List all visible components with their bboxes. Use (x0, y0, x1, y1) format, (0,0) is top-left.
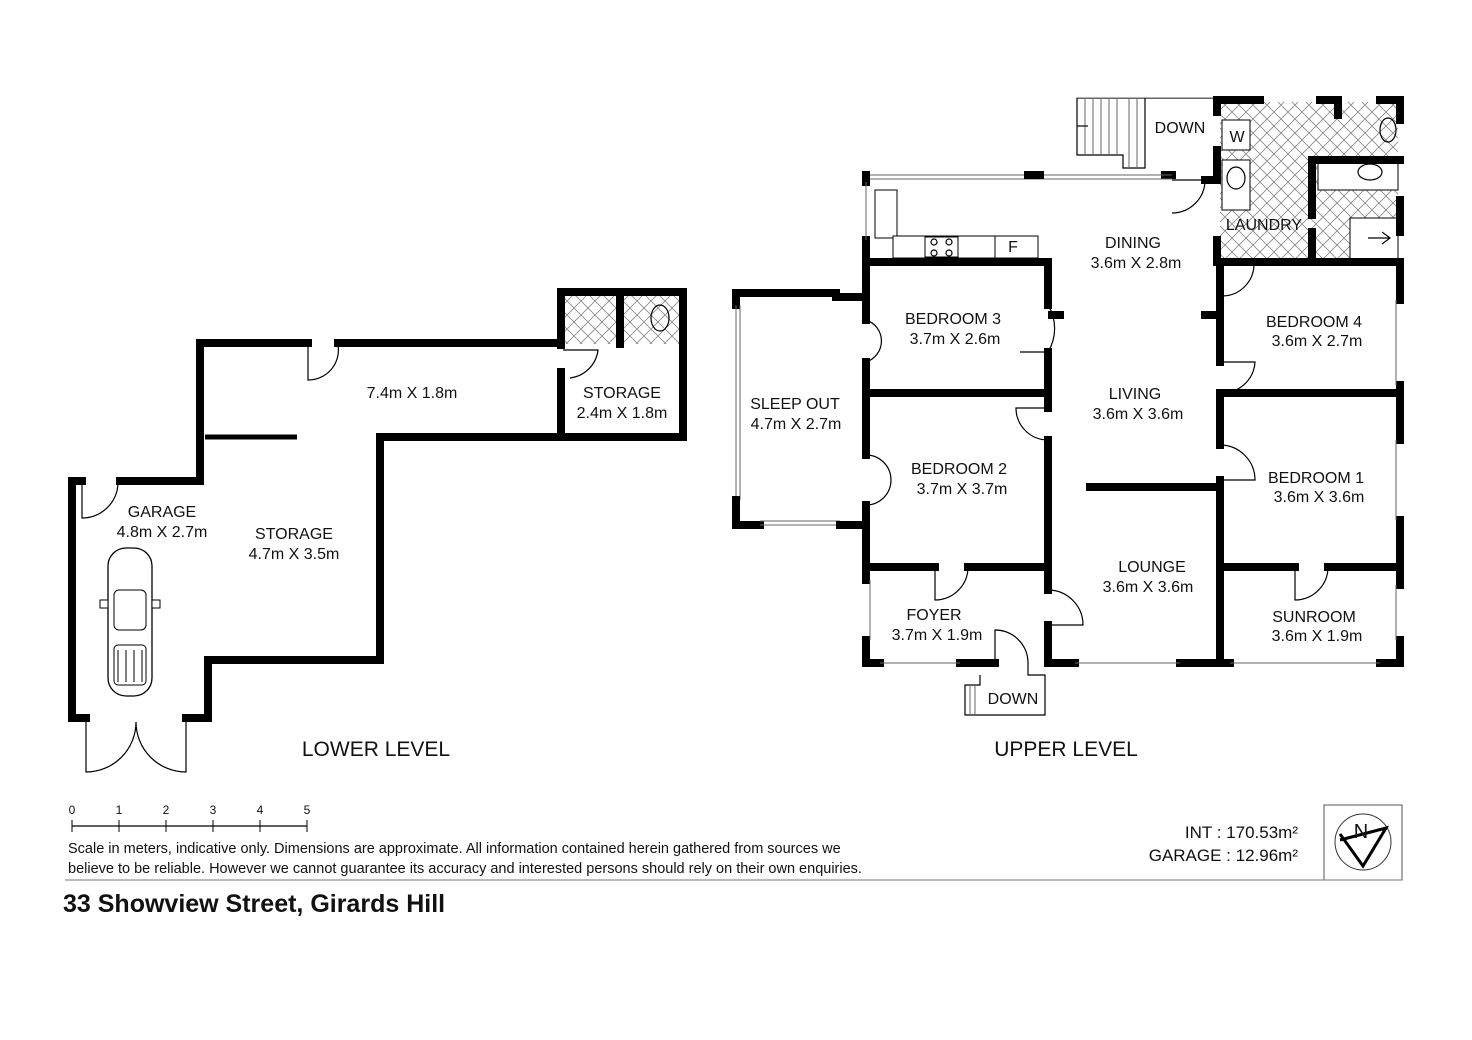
level-title: UPPER LEVEL (994, 738, 1138, 761)
interior-area: INT : 170.53m² (1185, 823, 1298, 842)
fridge-label: F (1008, 239, 1018, 256)
garage-area: GARAGE : 12.96m² (1149, 846, 1299, 865)
room-dims: 3.6m X 2.8m (1091, 255, 1182, 272)
disclaimer-line: believe to be reliable. However we canno… (68, 861, 862, 877)
disclaimer-line: Scale in meters, indicative only. Dimens… (68, 841, 841, 857)
compass-n: N (1354, 821, 1368, 843)
room-dims: 3.6m X 1.9m (1272, 628, 1363, 645)
room-name: STORAGE (255, 526, 333, 543)
small-storage-door (563, 349, 599, 379)
room-name: BEDROOM 3 (905, 311, 1001, 328)
room-dims: 2.4m X 1.8m (577, 405, 668, 422)
scale-tick: 2 (163, 803, 170, 817)
room-dims: 7.4m X 1.8m (367, 385, 458, 402)
washer (1221, 119, 1251, 151)
north-compass-icon: N (1323, 804, 1403, 881)
room-dims: 3.6m X 2.7m (1272, 333, 1363, 350)
sink-icon (1226, 166, 1246, 190)
room-name: LIVING (1109, 386, 1161, 403)
room-dims: 4.7m X 3.5m (249, 546, 340, 563)
scale-tick: 4 (257, 803, 264, 817)
room-name: BEDROOM 1 (1268, 470, 1364, 487)
stairs-down-label: DOWN (988, 691, 1039, 708)
storage-door (307, 344, 340, 381)
room-name: LOUNGE (1118, 559, 1186, 576)
room-dims: 4.8m X 2.7m (117, 524, 208, 541)
stairs-down-label: DOWN (1155, 120, 1206, 137)
room-dims: 3.6m X 3.6m (1093, 406, 1184, 423)
room-dims: 3.6m X 3.6m (1274, 489, 1365, 506)
room-name: DINING (1105, 235, 1161, 252)
room-dims: 3.7m X 1.9m (892, 627, 983, 644)
level-title: LOWER LEVEL (302, 738, 450, 761)
room-dims: 3.7m X 3.7m (917, 481, 1008, 498)
property-address: 33 Showview Street, Girards Hill (63, 890, 445, 918)
room-name: BEDROOM 4 (1266, 314, 1362, 331)
cooktop-icon (924, 236, 959, 258)
washer-label: W (1229, 129, 1245, 146)
shower (1349, 217, 1399, 263)
room-dims: 3.7m X 2.6m (910, 331, 1001, 348)
scale-tick: 0 (69, 803, 76, 817)
sink-icon (874, 189, 898, 239)
toilet-icon (1379, 117, 1397, 143)
scale-tick: 3 (210, 803, 217, 817)
room-name: STORAGE (583, 385, 661, 402)
room-name: SUNROOM (1272, 609, 1356, 626)
upper-level-plan: F W DOWN DOWN LAUNDRY DINING 3.6m X 2.8m… (732, 96, 1404, 761)
toilet-icon (650, 304, 670, 332)
room-dims: 4.7m X 2.7m (751, 416, 842, 433)
room-name: FOYER (906, 607, 961, 624)
stairs-bottom (964, 663, 1046, 716)
room-name: SLEEP OUT (750, 396, 840, 413)
laundry-label: LAUNDRY (1226, 217, 1303, 234)
scale-bar: 0 1 2 3 4 5 (69, 803, 311, 832)
garage-side-door (81, 482, 119, 519)
lower-level-plan: GARAGE 4.8m X 2.7m STORAGE 4.7m X 3.5m 7… (68, 288, 687, 773)
car-icon (99, 547, 161, 697)
scale-tick: 1 (116, 803, 123, 817)
room-name: GARAGE (128, 504, 196, 521)
garage-double-door (85, 720, 187, 773)
scale-tick: 5 (304, 803, 311, 817)
room-dims: 3.6m X 3.6m (1103, 579, 1194, 596)
room-name: BEDROOM 2 (911, 461, 1007, 478)
